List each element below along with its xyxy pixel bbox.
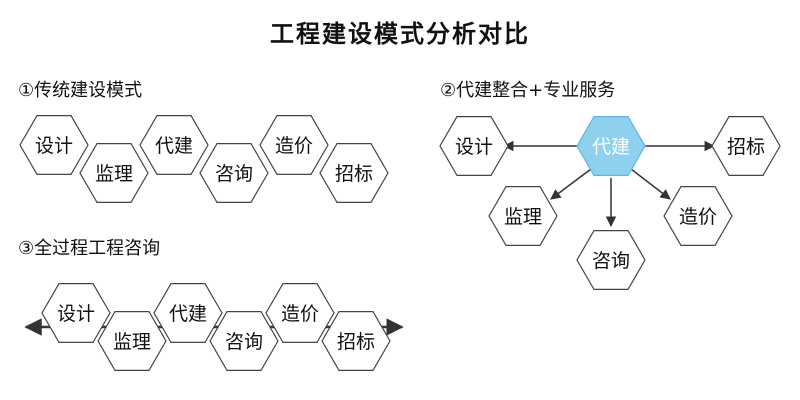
whole-process-node-6-shape bbox=[321, 311, 391, 371]
agency-node-4-shape bbox=[663, 186, 733, 246]
traditional-node-1-label: 设计 bbox=[35, 135, 73, 157]
whole-process-node-6: 招标 bbox=[321, 311, 391, 371]
traditional-node-3-shape bbox=[139, 114, 209, 175]
agency-center-node-label: 代建 bbox=[592, 136, 630, 158]
whole-process-node-2-shape bbox=[97, 311, 167, 371]
agency-node-3-shape bbox=[488, 186, 558, 246]
agency-center-node-shape bbox=[576, 115, 646, 176]
agency-node-2-label: 招标 bbox=[727, 136, 765, 158]
section-agency-title: ②代建整合+专业服务 bbox=[440, 80, 616, 101]
traditional-node-6-shape bbox=[319, 143, 389, 203]
agency-node-5: 咨询 bbox=[576, 230, 646, 290]
traditional-node-1-shape bbox=[19, 114, 89, 175]
traditional-node-1: 设计 bbox=[19, 114, 89, 175]
agency-node-4: 造价 bbox=[663, 186, 733, 246]
whole-process-node-1-shape bbox=[41, 283, 111, 343]
agency-node-3-label: 监理 bbox=[504, 206, 542, 228]
agency-connector-4 bbox=[630, 168, 671, 200]
whole-process-node-6-label: 招标 bbox=[337, 331, 375, 353]
node-layer: 设计监理代建咨询造价招标设计监理代建咨询造价招标设计招标监理造价咨询代建 bbox=[19, 114, 781, 371]
whole-process-node-5-shape bbox=[265, 283, 335, 343]
agency-node-5-label: 咨询 bbox=[592, 250, 630, 272]
agency-node-3: 监理 bbox=[488, 186, 558, 246]
traditional-node-5-shape bbox=[259, 114, 329, 175]
traditional-node-3-label: 代建 bbox=[155, 135, 193, 157]
agency-node-5-shape bbox=[576, 230, 646, 290]
agency-node-1: 设计 bbox=[439, 115, 509, 176]
whole-process-node-5: 造价 bbox=[265, 283, 335, 343]
whole-process-node-2-label: 监理 bbox=[113, 331, 151, 353]
whole-process-node-4: 咨询 bbox=[209, 311, 279, 371]
whole-process-node-3: 代建 bbox=[153, 283, 223, 343]
traditional-node-2-label: 监理 bbox=[95, 163, 133, 185]
traditional-node-5-label: 造价 bbox=[275, 135, 313, 157]
agency-connector-3 bbox=[550, 168, 592, 200]
traditional-node-4-shape bbox=[199, 143, 269, 203]
whole-process-node-4-label: 咨询 bbox=[225, 331, 263, 353]
whole-process-node-2: 监理 bbox=[97, 311, 167, 371]
section-traditional-title: ①传统建设模式 bbox=[18, 80, 143, 101]
agency-node-1-shape bbox=[439, 115, 509, 176]
section-whole-process-title: ③全过程工程咨询 bbox=[18, 238, 161, 259]
agency-node-2-shape bbox=[711, 115, 781, 176]
agency-node-2: 招标 bbox=[711, 115, 781, 176]
traditional-node-4: 咨询 bbox=[199, 143, 269, 203]
whole-process-node-5-label: 造价 bbox=[281, 303, 319, 325]
whole-process-node-4-shape bbox=[209, 311, 279, 371]
agency-node-4-label: 造价 bbox=[679, 206, 717, 228]
traditional-node-6: 招标 bbox=[319, 143, 389, 203]
agency-center-node: 代建 bbox=[576, 115, 646, 176]
whole-process-node-1-label: 设计 bbox=[57, 303, 95, 325]
agency-node-1-label: 设计 bbox=[455, 136, 493, 158]
traditional-node-2-shape bbox=[79, 143, 149, 203]
whole-process-node-1: 设计 bbox=[41, 283, 111, 343]
whole-process-node-3-shape bbox=[153, 283, 223, 343]
whole-process-node-3-label: 代建 bbox=[169, 303, 207, 325]
page-title: 工程建设模式分析对比 bbox=[270, 20, 530, 48]
traditional-node-3: 代建 bbox=[139, 114, 209, 175]
traditional-node-4-label: 咨询 bbox=[215, 163, 253, 185]
traditional-node-2: 监理 bbox=[79, 143, 149, 203]
traditional-node-6-label: 招标 bbox=[335, 163, 373, 185]
traditional-node-5: 造价 bbox=[259, 114, 329, 175]
